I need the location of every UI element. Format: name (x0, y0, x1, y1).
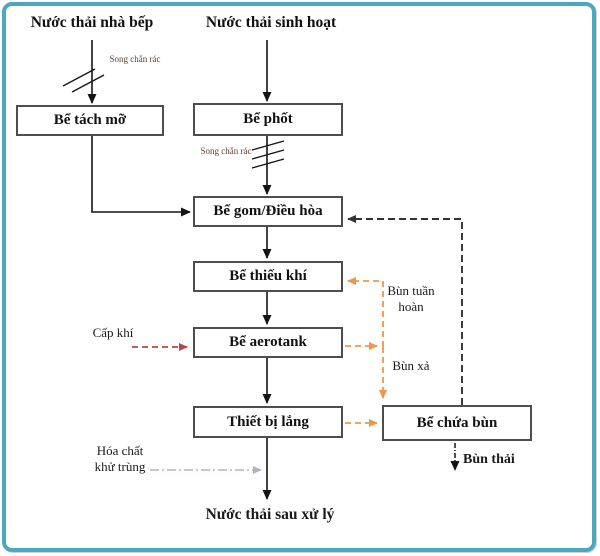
sludge-recirculation-label: Bùn tuần hoàn (387, 283, 435, 315)
effluent-label: Nước thải sau xử lý (205, 506, 335, 523)
tank-settling-label: Thiết bị lắng (227, 413, 309, 430)
tank-sludge-storage: Bể chứa bùn (382, 405, 532, 441)
tank-equalization-label: Bể gom/Điều hòa (213, 203, 323, 219)
bar-screen-septic-label: Song chắn rác (200, 146, 252, 156)
source-kitchen-label: Nước thải nhà bếp (30, 14, 154, 31)
sludge-discharge-label: Bùn xả (392, 358, 430, 373)
tank-anoxic: Bể thiếu khí (193, 261, 343, 292)
tank-settling: Thiết bị lắng (193, 406, 343, 438)
tank-grease-separator-label: Bể tách mỡ (53, 112, 127, 128)
source-domestic-label: Nước thải sinh hoạt (205, 14, 337, 31)
waste-sludge-label: Bùn thải (463, 452, 515, 467)
tank-aerotank: Bể aerotank (193, 327, 343, 358)
tank-septic: Bể phốt (193, 103, 343, 136)
tank-equalization: Bể gom/Điều hòa (193, 196, 343, 227)
tank-anoxic-label: Bể thiếu khí (229, 268, 307, 284)
disinfectant-label: Hóa chất khử trùng (94, 443, 146, 475)
tank-aerotank-label: Bể aerotank (229, 334, 307, 350)
tank-sludge-storage-label: Bể chứa bùn (416, 414, 498, 431)
air-supply-label: Cấp khí (92, 325, 134, 340)
diagram-border (2, 2, 596, 552)
bar-screen-kitchen-label: Song chắn rác (109, 54, 161, 64)
tank-grease-separator: Bể tách mỡ (16, 105, 164, 136)
tank-septic-label: Bể phốt (243, 111, 293, 127)
